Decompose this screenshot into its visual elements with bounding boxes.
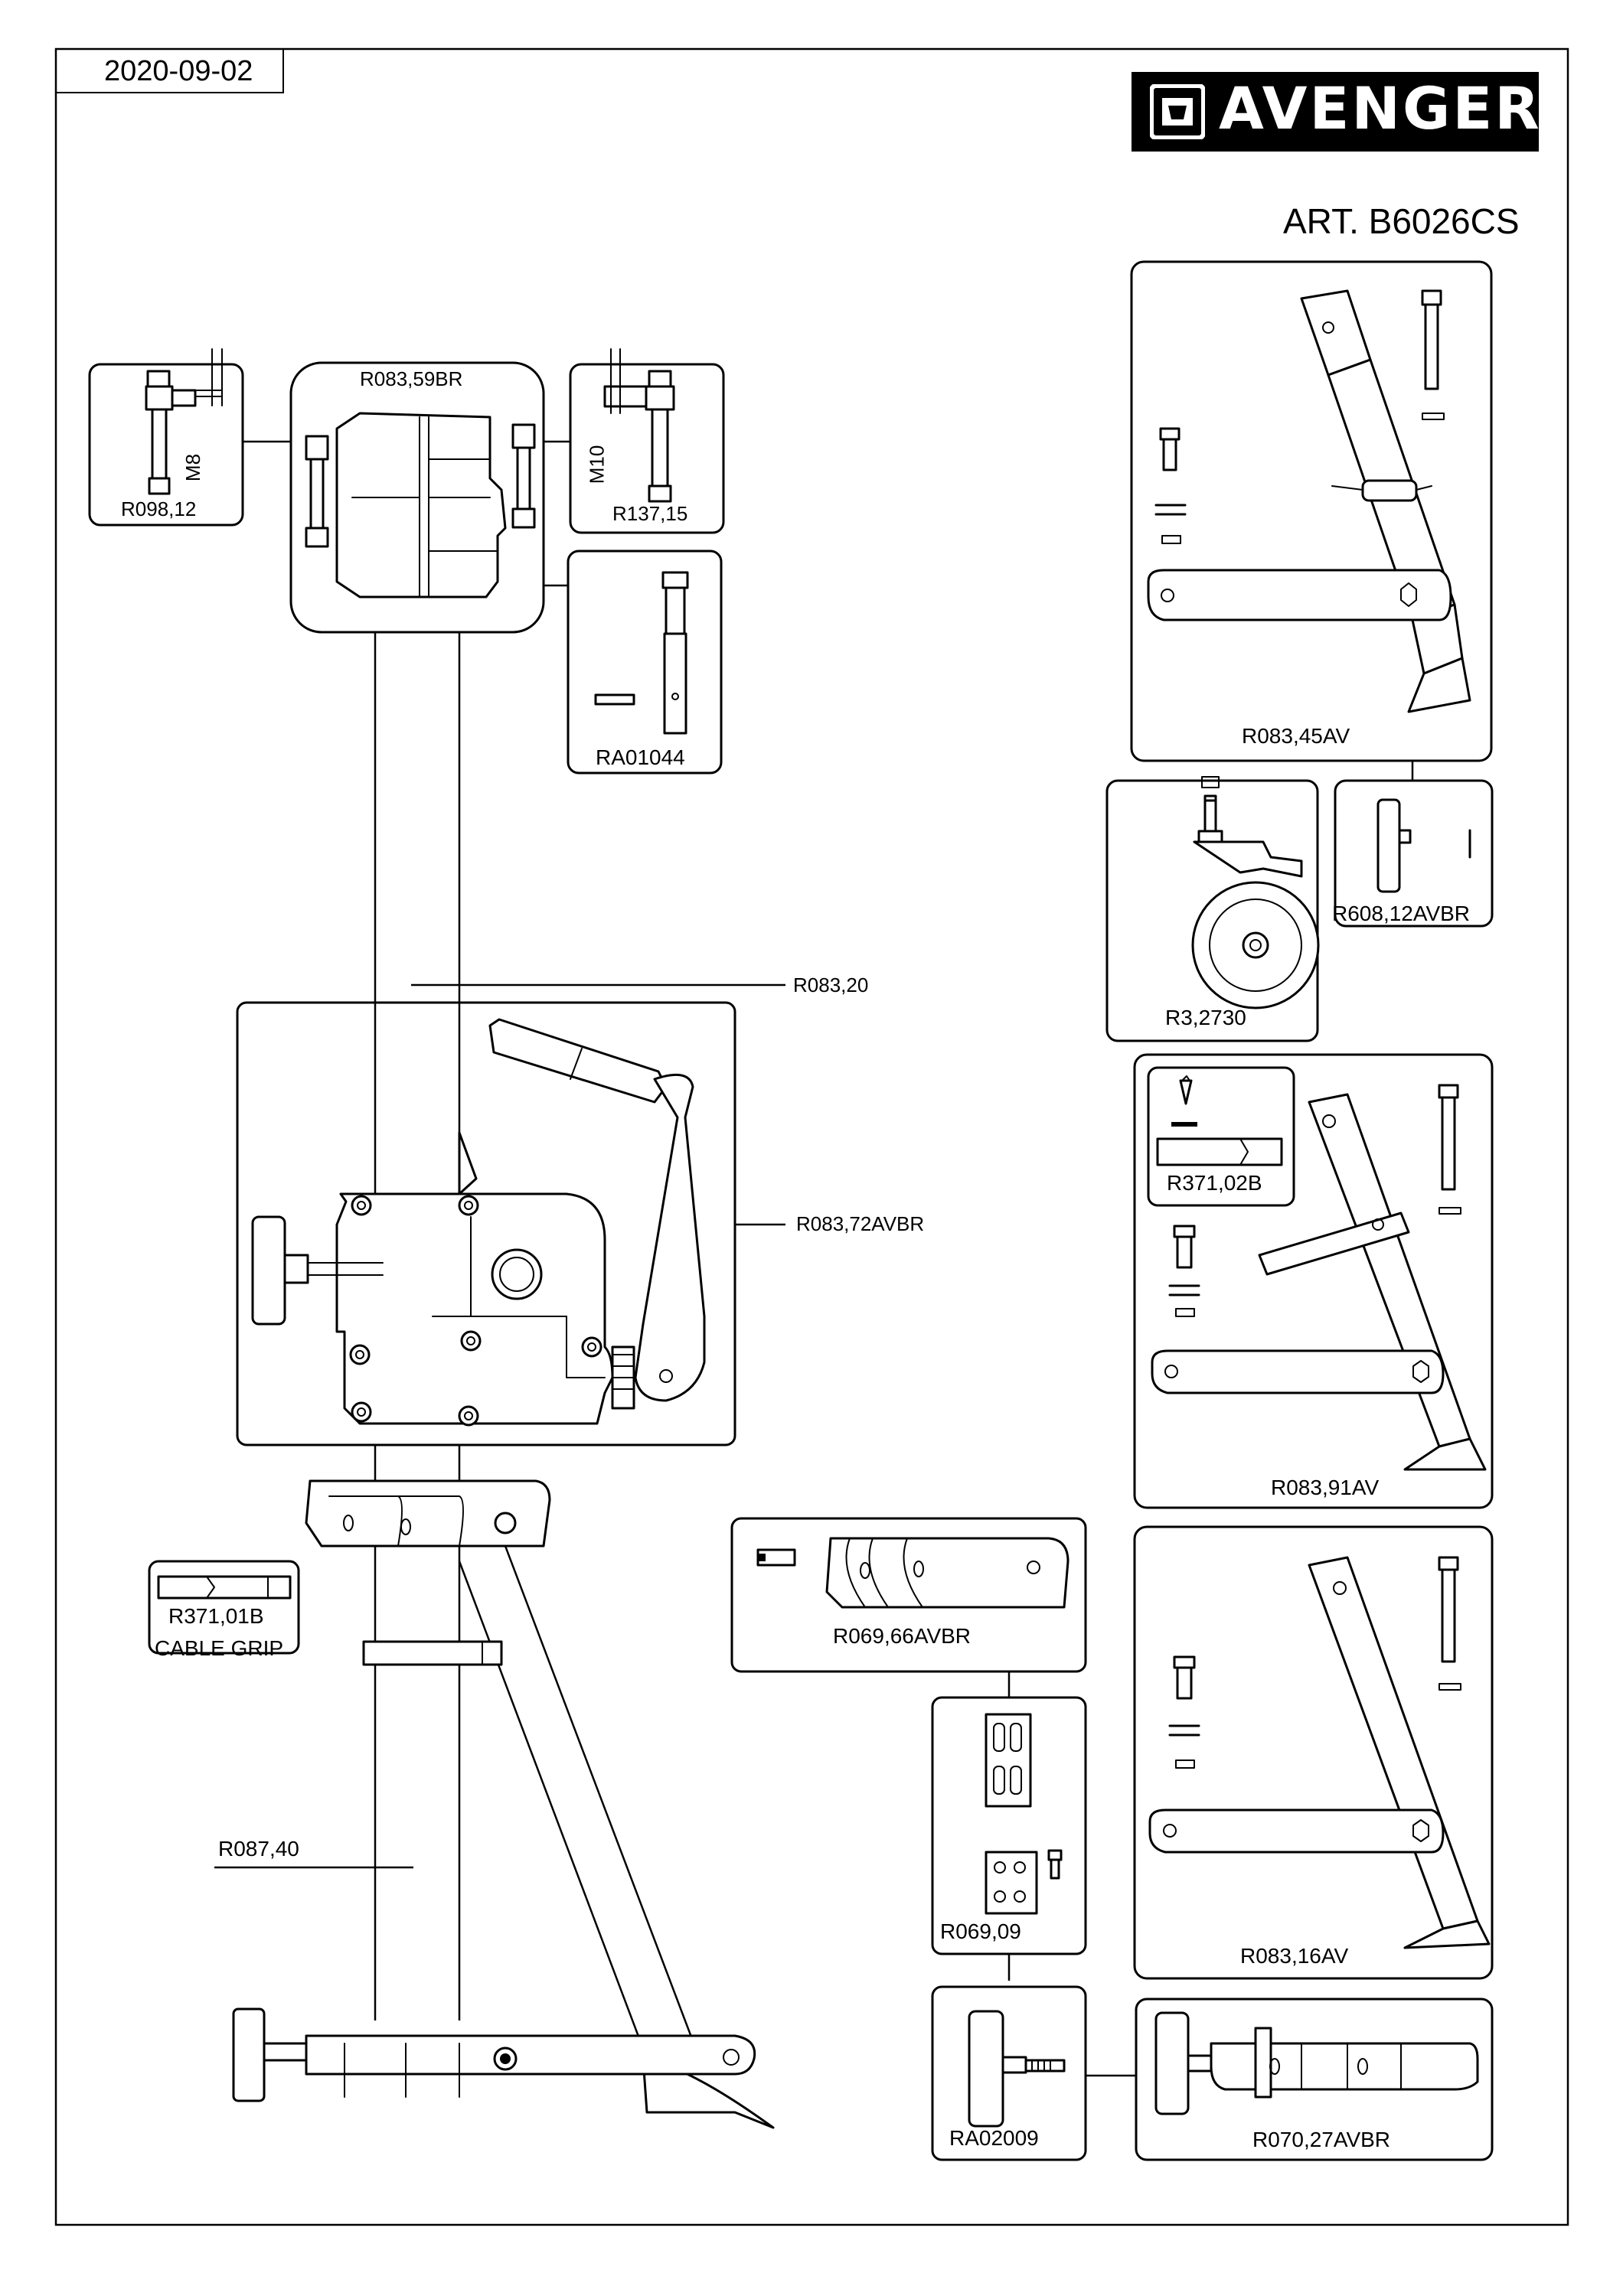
brand-name: AVENGER xyxy=(1219,74,1542,142)
part-label: R083,45AV xyxy=(1242,724,1350,748)
spacer-kit-part xyxy=(1376,798,1471,893)
pin-part xyxy=(594,571,689,735)
date-box xyxy=(56,49,284,93)
leg-kit-16-box xyxy=(1133,1525,1494,1980)
part-label: R083,20 xyxy=(793,974,869,996)
part-label: R098,12 xyxy=(121,497,197,520)
part-label: RA01044 xyxy=(596,745,685,769)
part-label: R371,02B xyxy=(1167,1171,1262,1195)
brand-shield-icon xyxy=(1150,84,1205,139)
revision-date: 2020-09-02 xyxy=(104,55,253,87)
thread-size-label: M10 xyxy=(585,445,609,484)
leg-kit-45-part xyxy=(1147,289,1471,713)
part-caption: CABLE GRIP xyxy=(155,1636,284,1660)
part-label: R608,12AVBR xyxy=(1332,902,1471,925)
winch-part xyxy=(251,1003,706,1427)
lower-frame xyxy=(232,1479,775,2129)
part-label: R087,40 xyxy=(218,1837,299,1861)
part-label: R069,09 xyxy=(940,1919,1021,1943)
part-label: R137,15 xyxy=(612,502,688,525)
article-number: ART. B6026CS xyxy=(1283,201,1520,241)
thread-size-label: M8 xyxy=(181,453,205,482)
base-bracket-part xyxy=(1154,2011,1479,2115)
sheet-border xyxy=(54,47,1569,2226)
castor-wheel-part xyxy=(1191,776,1320,1009)
part-label: R3,2730 xyxy=(1165,1006,1246,1029)
part-label: R083,91AV xyxy=(1271,1476,1380,1499)
pin-box xyxy=(567,550,723,775)
leg-kit-45-box xyxy=(1130,260,1493,762)
part-label: R069,66AVBR xyxy=(833,1624,972,1648)
spacer-kit-box xyxy=(1334,779,1494,928)
part-label: R371,01B xyxy=(168,1604,264,1628)
bracket-kit-part xyxy=(756,1537,1069,1609)
cable-grip-part xyxy=(157,1575,292,1600)
head-assembly-part xyxy=(305,412,536,598)
bolt-m10-part xyxy=(603,348,675,503)
part-label: R083,16AV xyxy=(1240,1944,1349,1968)
part-label: R070,27AVBR xyxy=(1252,2128,1391,2151)
leg-kit-91-part xyxy=(1147,1066,1487,1471)
bolt-m8-part xyxy=(145,348,223,495)
part-label: R083,72AVBR xyxy=(796,1212,925,1235)
part-label: RA02009 xyxy=(949,2126,1039,2150)
leg-kit-16-part xyxy=(1148,1556,1491,1949)
knob-part xyxy=(968,2010,1066,2128)
part-label: R083,59BR xyxy=(360,367,463,390)
plate-kit-part xyxy=(985,1713,1063,1915)
